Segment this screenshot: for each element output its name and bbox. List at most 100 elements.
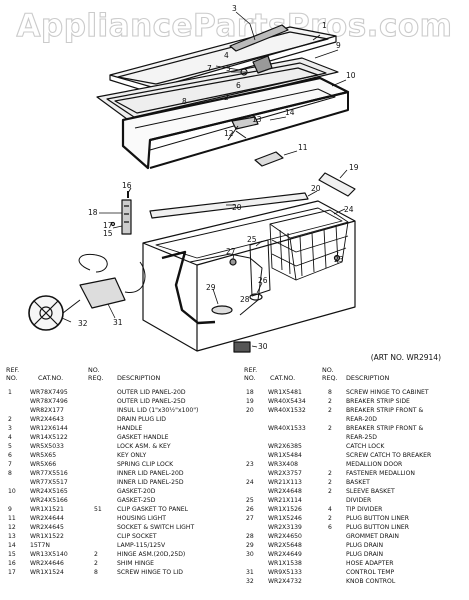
drain-grommet xyxy=(211,305,233,315)
cell-cat: WR9X5133 xyxy=(268,569,302,576)
cell-cat: WR78X7496 xyxy=(30,398,68,405)
cell-desc: BREAKER STRIP FRONT & xyxy=(346,407,424,414)
cell-cat: WR40X5434 xyxy=(268,398,306,405)
cell-desc: GROMMET DRAIN xyxy=(346,533,399,540)
cell-cat: WR2X4644 xyxy=(30,515,64,522)
right-header-ref: REF.NO. xyxy=(244,366,258,382)
cell-desc: LOCK ASM. & KEY xyxy=(117,443,171,450)
cell-cat: WR40X1532 xyxy=(268,407,306,414)
callout-31: 31 xyxy=(113,318,123,327)
cell-req: 51 xyxy=(94,506,102,513)
cell-desc: SOCKET & SWITCH LIGHT xyxy=(117,524,195,531)
breaker-strip-side xyxy=(318,172,356,197)
callout-6: 6 xyxy=(236,81,241,90)
callout-4: 4 xyxy=(224,51,229,60)
cell-cat: WR1X5246 xyxy=(268,515,302,522)
cell-cat: WR5X66 xyxy=(30,461,57,468)
cell-cat: WR2X3139 xyxy=(268,524,302,531)
cell-ref: 8 xyxy=(8,470,12,477)
lock-assembly xyxy=(252,55,273,74)
callout-16: 16 xyxy=(122,181,132,190)
cell-desc: CATCH LOCK xyxy=(346,443,385,450)
cell-cat: WR24X5165 xyxy=(30,488,68,495)
cell-ref: 2 xyxy=(8,416,12,423)
cell-desc: FASTENER MEDALLION xyxy=(346,470,415,477)
cell-cat: WR2X5648 xyxy=(268,542,302,549)
inner-lid-panel xyxy=(96,57,339,123)
cell-cat: WR1X1526 xyxy=(268,506,302,513)
cell-ref: 11 xyxy=(8,515,16,522)
cell-req: 2 xyxy=(328,470,332,477)
callout-29: 29 xyxy=(206,283,216,292)
cell-cat: WR40X1533 xyxy=(268,425,306,432)
left-header-ref: REF.NO. xyxy=(6,366,20,382)
callout-23: 23 xyxy=(334,255,344,264)
cell-cat: WR2X6385 xyxy=(268,443,302,450)
cell-req: 2 xyxy=(328,515,332,522)
cell-cat: WR2X4650 xyxy=(268,533,302,540)
cell-ref: 5 xyxy=(8,443,12,450)
callout-20b: 20 xyxy=(232,203,242,212)
cell-req: 6 xyxy=(328,524,332,531)
cell-desc: SCREW HINGE TO CABINET xyxy=(346,389,429,396)
callout-30: 30 xyxy=(258,342,268,351)
cell-desc: KEY ONLY xyxy=(117,452,147,459)
callout-14: 14 xyxy=(285,108,295,117)
right-header-cat: CAT.NO. xyxy=(270,374,296,382)
cell-desc: SPRING CLIP LOCK xyxy=(117,461,174,468)
cell-cat: WR1X5484 xyxy=(268,452,302,459)
cell-req: 2 xyxy=(328,488,332,495)
watermark-logo: AppliancePartsPros.com xyxy=(16,7,453,44)
callout-2: 2 xyxy=(224,93,229,102)
callout-9: 9 xyxy=(336,41,341,50)
cell-ref: 26 xyxy=(246,506,254,513)
callout-13: 13 xyxy=(252,115,262,124)
left-header-desc: DESCRIPTION xyxy=(117,374,161,382)
cell-cat: WR2X3757 xyxy=(268,470,302,477)
cell-desc: SLEEVE BASKET xyxy=(346,488,395,495)
cell-desc: BREAKER STRIP SIDE xyxy=(346,398,410,405)
callout-25: 25 xyxy=(247,235,257,244)
cell-ref: 24 xyxy=(246,479,254,486)
cell-ref: 3 xyxy=(8,425,12,432)
cell-req: 2 xyxy=(328,398,332,405)
plug-button xyxy=(229,258,237,266)
callout-27: 27 xyxy=(226,247,236,256)
callout-labels: 3 1 9 4 7 5 6 2 8 10 14 13 12 11 19 16 2… xyxy=(78,4,359,351)
cell-desc: CLIP SOCKET xyxy=(117,533,157,540)
cell-ref: 14 xyxy=(8,542,16,549)
cell-ref: 30 xyxy=(246,551,254,558)
cell-ref: 31 xyxy=(246,569,254,576)
cell-desc: DIVIDER xyxy=(346,497,372,504)
cell-desc: PLUG DRAIN xyxy=(346,542,384,549)
callout-17: 17 xyxy=(103,221,113,230)
cell-ref: 12 xyxy=(8,524,16,531)
cell-cat: WR2X4732 xyxy=(268,578,302,585)
cell-cat: WR14X5122 xyxy=(30,434,68,441)
cell-ref: 19 xyxy=(246,398,254,405)
cell-req: 2 xyxy=(94,551,98,558)
cell-desc: DRAIN PLUG LID xyxy=(117,416,166,423)
cell-desc: TIP DIVIDER xyxy=(346,506,383,513)
callout-19: 19 xyxy=(349,163,359,172)
lid-hinge xyxy=(110,191,132,235)
cell-ref: 17 xyxy=(8,569,16,576)
cell-desc: REAR-20D xyxy=(346,416,377,423)
light-housing xyxy=(254,151,284,167)
callout-32: 32 xyxy=(78,319,88,328)
cell-cat: WR21X113 xyxy=(268,479,302,486)
cell-desc: SHIM HINGE xyxy=(117,560,154,567)
breaker-strip-front xyxy=(149,192,309,219)
cell-cat: WR1X1524 xyxy=(30,569,64,576)
lamp-socket xyxy=(231,116,259,130)
cell-desc: PLUG BUTTON LINER xyxy=(346,524,409,531)
callout-20a: 20 xyxy=(311,184,321,193)
callout-28: 28 xyxy=(240,295,250,304)
lid-handle xyxy=(229,24,289,52)
cell-cat: WR5X65 xyxy=(30,452,57,459)
cell-req: 2 xyxy=(328,479,332,486)
cell-ref: 1 xyxy=(8,389,12,396)
callout-12: 12 xyxy=(224,129,234,138)
cell-desc: SCREW CATCH TO BREAKER xyxy=(346,452,432,459)
